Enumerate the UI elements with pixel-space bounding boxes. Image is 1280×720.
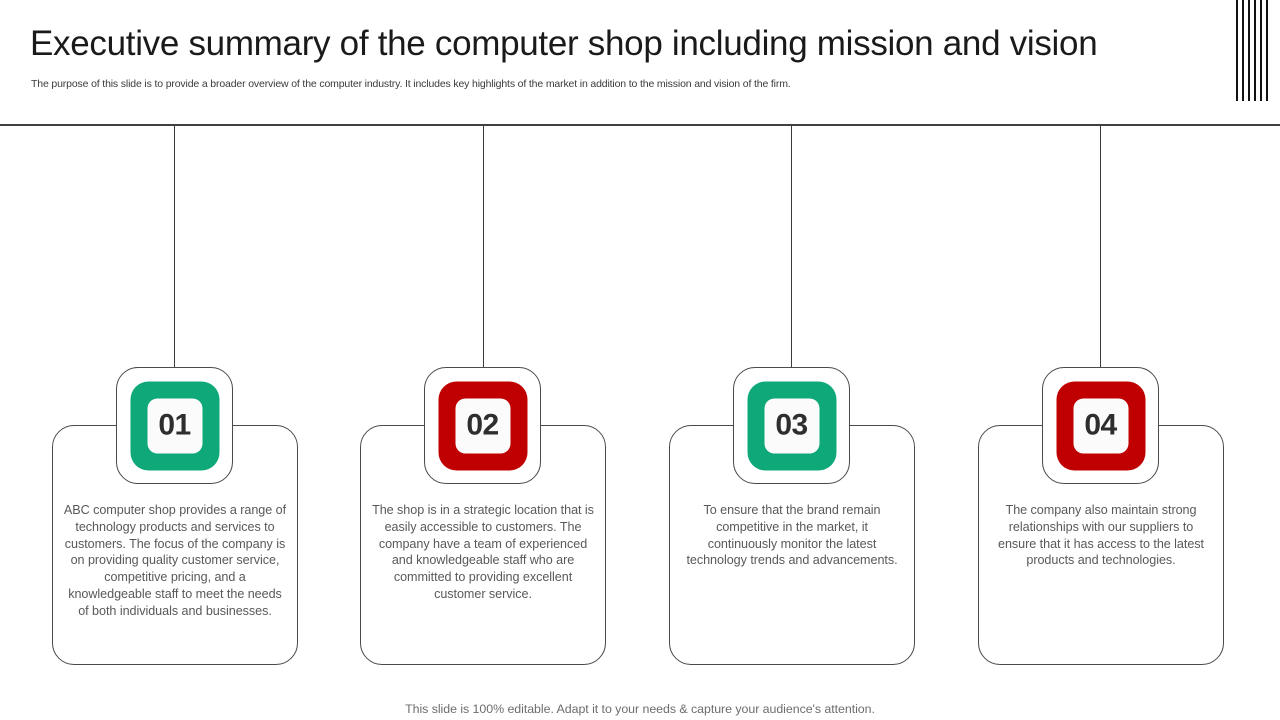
corner-stripe-4 bbox=[1254, 0, 1256, 101]
step-number-1: 01 bbox=[158, 408, 191, 442]
corner-stripes-decoration bbox=[1236, 0, 1268, 101]
step-badge-ring-4: 04 bbox=[1056, 381, 1145, 470]
connector-line-3 bbox=[791, 125, 793, 368]
connector-line-2 bbox=[483, 125, 485, 368]
corner-stripe-5 bbox=[1260, 0, 1262, 101]
connector-line-4 bbox=[1100, 125, 1102, 368]
step-card-1[interactable]: ABC computer shop provides a range of te… bbox=[52, 425, 298, 665]
step-badge-4[interactable]: 04 bbox=[1042, 367, 1159, 484]
step-badge-inner-3: 03 bbox=[764, 398, 819, 453]
step-card-2[interactable]: The shop is in a strategic location that… bbox=[360, 425, 606, 665]
step-card-4[interactable]: The company also maintain strong relatio… bbox=[978, 425, 1224, 665]
corner-stripe-1 bbox=[1236, 0, 1238, 101]
step-card-text-3: To ensure that the brand remain competit… bbox=[686, 503, 898, 568]
step-number-3: 03 bbox=[775, 408, 808, 442]
step-number-2: 02 bbox=[466, 408, 499, 442]
connector-line-1 bbox=[174, 125, 176, 368]
step-badge-ring-3: 03 bbox=[747, 381, 836, 470]
page-subtitle: The purpose of this slide is to provide … bbox=[31, 78, 791, 90]
step-badge-inner-4: 04 bbox=[1073, 398, 1128, 453]
corner-stripe-2 bbox=[1242, 0, 1244, 101]
step-badge-inner-1: 01 bbox=[147, 398, 202, 453]
step-badge-1[interactable]: 01 bbox=[116, 367, 233, 484]
corner-stripe-6 bbox=[1266, 0, 1268, 101]
step-badge-inner-2: 02 bbox=[455, 398, 510, 453]
step-badge-2[interactable]: 02 bbox=[424, 367, 541, 484]
header-divider bbox=[0, 124, 1280, 126]
step-badge-ring-2: 02 bbox=[438, 381, 527, 470]
step-card-text-4: The company also maintain strong relatio… bbox=[998, 503, 1204, 568]
step-badge-ring-1: 01 bbox=[130, 381, 219, 470]
corner-stripe-3 bbox=[1248, 0, 1250, 101]
step-card-text-1: ABC computer shop provides a range of te… bbox=[63, 503, 287, 618]
step-number-4: 04 bbox=[1084, 408, 1117, 442]
step-card-3[interactable]: To ensure that the brand remain competit… bbox=[669, 425, 915, 665]
step-badge-3[interactable]: 03 bbox=[733, 367, 850, 484]
step-card-text-2: The shop is in a strategic location that… bbox=[372, 503, 594, 601]
footer-note: This slide is 100% editable. Adapt it to… bbox=[405, 702, 875, 716]
page-title: Executive summary of the computer shop i… bbox=[30, 24, 1098, 63]
